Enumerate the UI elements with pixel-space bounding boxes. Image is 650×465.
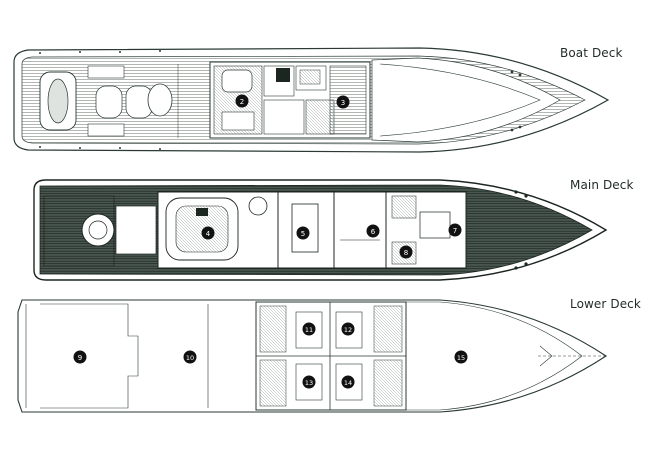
marker-4-label: 4 [206, 230, 211, 238]
marker-6: 6 [366, 224, 380, 238]
marker-4: 4 [201, 226, 215, 240]
lower-deck-label: Lower Deck [570, 297, 641, 311]
marker-13-label: 13 [305, 379, 313, 387]
marker-14-label: 14 [344, 379, 352, 387]
marker-7: 7 [448, 223, 462, 237]
marker-10-label: 10 [186, 354, 194, 362]
marker-2: 2 [235, 94, 249, 108]
main-deck-label: Main Deck [570, 178, 634, 192]
marker-10: 10 [183, 350, 197, 364]
marker-2-label: 2 [240, 98, 244, 106]
marker-15-label: 15 [457, 354, 465, 362]
marker-6-label: 6 [371, 228, 376, 236]
marker-11-label: 11 [305, 326, 313, 334]
boat-deck-label: Boat Deck [560, 46, 623, 60]
lower-deck-plan: 9 10 11 12 13 14 [17, 299, 608, 413]
marker-3-label: 3 [341, 99, 345, 107]
main-deck-plan: 4 5 6 7 8 [33, 179, 608, 281]
marker-5: 5 [296, 226, 310, 240]
marker-15: 15 [454, 350, 468, 364]
marker-8-label: 8 [404, 249, 408, 257]
marker-5-label: 5 [301, 230, 305, 238]
marker-12: 12 [341, 322, 355, 336]
marker-14: 14 [341, 375, 355, 389]
marker-8: 8 [399, 245, 413, 259]
marker-3: 3 [336, 95, 350, 109]
boat-deck-plan: 2 3 [13, 47, 610, 153]
marker-13: 13 [302, 375, 316, 389]
marker-9-label: 9 [78, 354, 82, 362]
marker-12-label: 12 [344, 326, 352, 334]
marker-11: 11 [302, 322, 316, 336]
marker-9: 9 [73, 350, 87, 364]
marker-7-label: 7 [453, 227, 457, 235]
